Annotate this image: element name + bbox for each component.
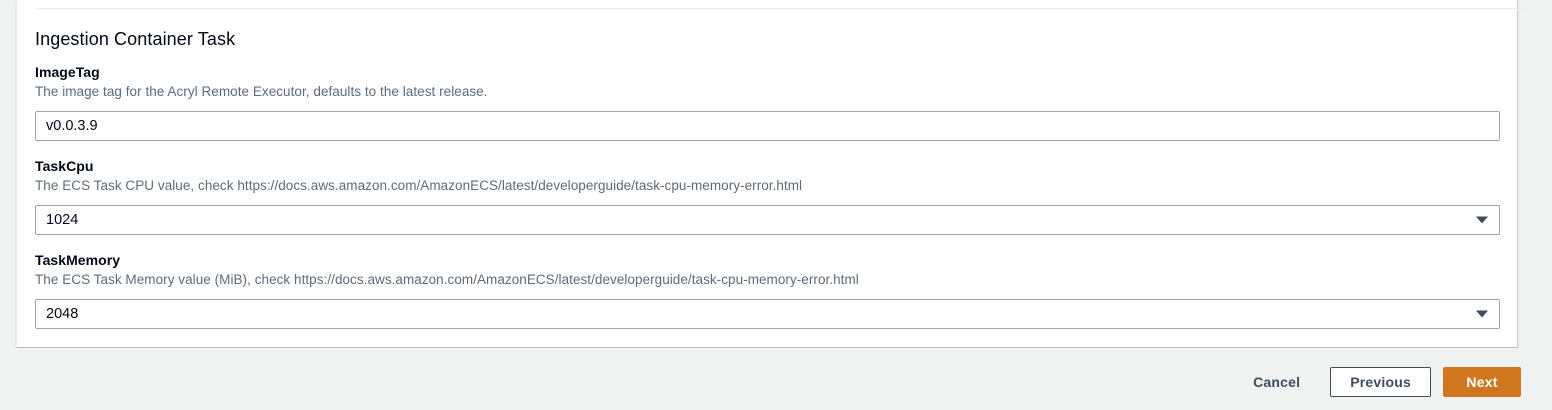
panel-top-divider (36, 8, 1530, 9)
task-cpu-select[interactable]: 1024 (35, 205, 1500, 235)
task-memory-select[interactable]: 2048 (35, 299, 1500, 329)
wizard-footer: Cancel Previous Next (0, 348, 1552, 410)
field-label-image-tag: ImageTag (35, 64, 100, 80)
section-title: Ingestion Container Task (35, 29, 236, 49)
form-field-task-memory: TaskMemory The ECS Task Memory value (Mi… (35, 251, 1500, 329)
field-label-task-memory: TaskMemory (35, 252, 121, 268)
next-button[interactable]: Next (1443, 367, 1521, 397)
form-field-task-cpu: TaskCpu The ECS Task CPU value, check ht… (35, 157, 1500, 235)
field-description-task-memory: The ECS Task Memory value (MiB), check h… (35, 272, 859, 287)
image-tag-input[interactable] (35, 111, 1500, 141)
field-description-task-cpu: The ECS Task CPU value, check https://do… (35, 178, 803, 193)
cancel-button[interactable]: Cancel (1244, 367, 1309, 397)
field-label-task-cpu: TaskCpu (35, 158, 94, 174)
ingestion-container-task-panel (16, 0, 1530, 348)
wizard-actions: Cancel Previous Next (1244, 367, 1521, 397)
task-cpu-select-value[interactable]: 1024 (35, 205, 1500, 235)
task-memory-select-value[interactable]: 2048 (35, 299, 1500, 329)
form-field-image-tag: ImageTag The image tag for the Acryl Rem… (35, 63, 1500, 141)
previous-button[interactable]: Previous (1330, 367, 1431, 397)
field-description-image-tag: The image tag for the Acryl Remote Execu… (35, 84, 488, 99)
